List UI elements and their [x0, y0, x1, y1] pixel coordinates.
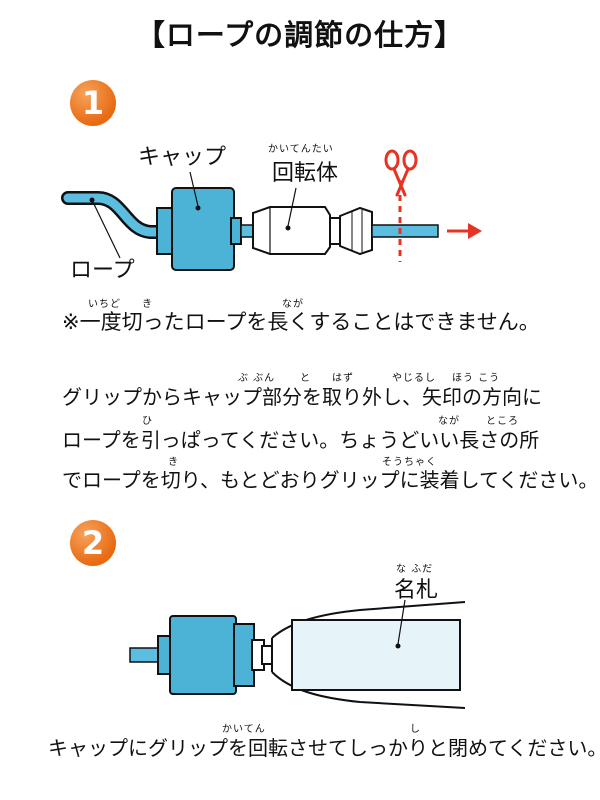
nametag-area	[291, 619, 461, 691]
cap-icon	[156, 187, 242, 271]
step-number-badge-1: 1	[70, 80, 116, 126]
ruby-tokoro: ところ	[486, 416, 519, 427]
ruby-hazu: はず	[332, 373, 354, 384]
pull-direction-arrow-icon	[447, 223, 482, 239]
instruction-line-2: ロープを引っぱってください。ちょうどいい長さの所	[62, 428, 540, 452]
ruby-souchaku: そうちゃく	[382, 457, 437, 468]
warning-note: ※一度切ったロープを長くすることはできません。	[62, 310, 540, 334]
ruby-hi: ひ	[142, 416, 153, 427]
note-ruby-ki: き	[142, 299, 153, 310]
scissors-icon	[384, 149, 418, 197]
ruby-to: と	[300, 373, 311, 384]
note-ruby-naga: なが	[282, 299, 304, 310]
ruby-ki2: き	[168, 457, 179, 468]
step-number-badge-2: 2	[70, 520, 116, 566]
rotor-ruby: かいてんたい	[268, 144, 334, 155]
nametag-ruby: な ふだ	[396, 564, 434, 575]
rotor-icon	[252, 206, 331, 255]
ruby-kaiten: かいてん	[222, 724, 266, 735]
step2-instruction: キャップにグリップを回転させてしっかりと閉めてください。	[48, 736, 600, 760]
instruction-line-3: でロープを切り、もとどおりグリップに装着してください。	[62, 468, 599, 492]
page-title: 【ロープの調節の仕方】	[135, 18, 465, 52]
cap-label: キャップ	[138, 145, 227, 170]
grip-icon	[271, 601, 466, 709]
ruby-shi: し	[410, 724, 421, 735]
instruction-line-1: グリップからキャップ部分を取り外し、矢印の方向に	[62, 385, 542, 409]
cap-icon-step2	[157, 615, 273, 695]
ruby-houkou: ほう こう	[452, 373, 501, 384]
chuck-icon	[339, 206, 373, 256]
ruby-naga2: なが	[438, 416, 460, 427]
ruby-yajirushi: やじるし	[392, 373, 436, 384]
note-ruby-ichido: いちど	[88, 299, 121, 310]
rotor-label: 回転体	[272, 161, 339, 186]
ruby-bubun: ぶ ぶん	[238, 373, 276, 384]
rope-label: ロープ	[70, 258, 135, 283]
nametag-label: 名札	[394, 578, 439, 603]
